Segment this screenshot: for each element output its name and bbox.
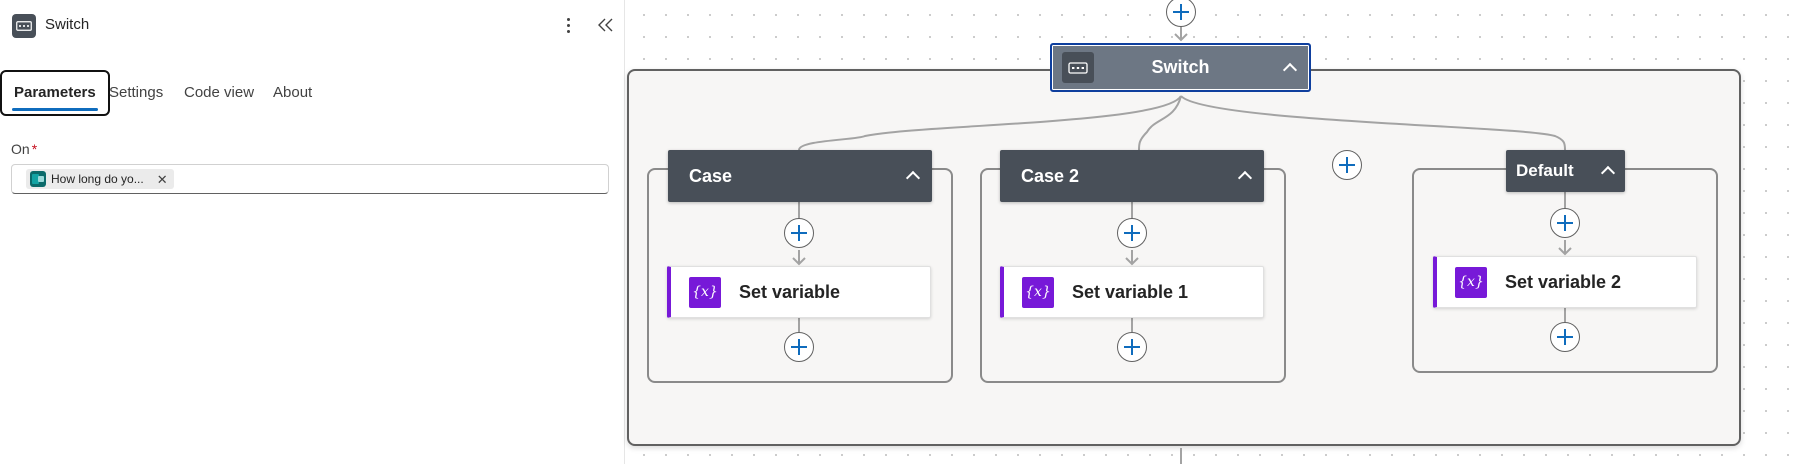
chevron-up-icon[interactable]	[905, 170, 921, 186]
add-action-case-bottom-button[interactable]	[784, 332, 814, 362]
variable-icon: {x}	[689, 276, 721, 308]
variable-icon: {x}	[1455, 266, 1487, 298]
panel-divider	[624, 0, 625, 464]
action-label: Set variable 1	[1072, 281, 1189, 302]
dynamic-content-token[interactable]: How long do yo... ✕	[26, 169, 174, 189]
tab-parameters[interactable]: Parameters	[0, 70, 110, 116]
chevron-up-icon[interactable]	[1600, 165, 1616, 181]
switch-icon	[1062, 52, 1094, 83]
default-header[interactable]: Default	[1506, 150, 1625, 192]
add-action-case-2-bottom-button[interactable]	[1117, 332, 1147, 362]
tab-code-view[interactable]: Code view	[184, 84, 255, 101]
required-mark: *	[31, 141, 38, 157]
on-label-text: On	[11, 141, 30, 157]
add-action-top-button[interactable]	[1166, 0, 1196, 27]
case-header[interactable]: Case	[668, 150, 932, 202]
add-action-case-2-button[interactable]	[1117, 218, 1147, 248]
set-variable-card[interactable]: {x} Set variable	[667, 266, 931, 318]
add-action-default-button[interactable]	[1550, 208, 1580, 238]
default-title: Default	[1516, 161, 1574, 180]
variable-icon: {x}	[1022, 276, 1054, 308]
action-label: Set variable	[739, 281, 841, 302]
designer-canvas[interactable]: Switch Case {x} Set variable Case 2 {x} …	[625, 0, 1805, 464]
case-title: Case	[689, 165, 733, 186]
set-variable-1-card[interactable]: {x} Set variable 1	[1000, 266, 1264, 318]
double-chevron-left-icon[interactable]	[595, 14, 617, 36]
on-field-label: On*	[11, 141, 37, 157]
close-icon[interactable]: ✕	[156, 171, 168, 187]
add-action-default-bottom-button[interactable]	[1550, 322, 1580, 352]
more-vertical-icon[interactable]	[560, 13, 576, 37]
token-label: How long do yo...	[51, 172, 144, 186]
action-label: Set variable 2	[1505, 271, 1622, 292]
chevron-up-icon[interactable]	[1237, 170, 1253, 186]
panel-title: Switch	[45, 16, 90, 33]
tab-about[interactable]: About	[273, 84, 313, 101]
add-case-button[interactable]	[1332, 150, 1362, 180]
tab-settings[interactable]: Settings	[109, 84, 164, 101]
on-field-input[interactable]: How long do yo... ✕	[11, 164, 609, 194]
switch-icon	[12, 14, 36, 38]
set-variable-2-card[interactable]: {x} Set variable 2	[1433, 256, 1697, 308]
forms-icon	[30, 171, 46, 187]
case-2-header[interactable]: Case 2	[1000, 150, 1264, 202]
switch-action-card[interactable]: Switch	[1050, 43, 1311, 92]
add-action-case-button[interactable]	[784, 218, 814, 248]
switch-title: Switch	[1151, 57, 1210, 77]
case-2-title: Case 2	[1021, 165, 1080, 186]
properties-panel: Switch Parameters Settings Code view Abo…	[0, 0, 624, 464]
flow-connectors	[792, 26, 1572, 464]
